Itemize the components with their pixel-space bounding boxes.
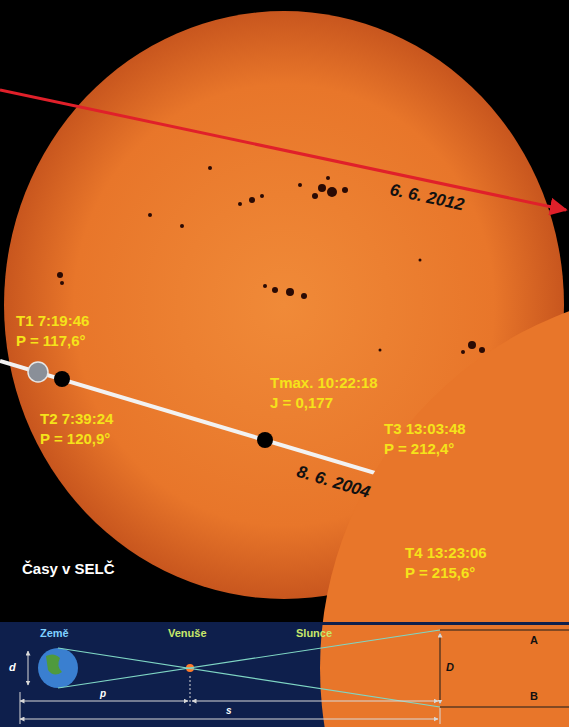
date-label: 8. 6. 2004 bbox=[294, 462, 372, 502]
position-angle: P = 212,4° bbox=[384, 440, 454, 457]
contact-time: Tmax. 10:22:18 bbox=[270, 374, 378, 391]
dimension-d bbox=[28, 651, 29, 685]
dimension-venus-sun bbox=[192, 701, 438, 702]
contact-time: T1 7:19:46 bbox=[16, 312, 89, 329]
dimension-D bbox=[440, 633, 441, 704]
sun-section bbox=[320, 288, 569, 727]
body-name: Venuše bbox=[168, 627, 207, 640]
position-angle: P = 215,6° bbox=[405, 564, 475, 581]
sunspots bbox=[57, 166, 485, 354]
venus-contact-t1 bbox=[28, 362, 48, 382]
contact-time: T2 7:39:24 bbox=[40, 410, 113, 427]
chord-b bbox=[440, 707, 569, 708]
chord-a bbox=[440, 630, 569, 631]
dimension-p bbox=[20, 701, 188, 702]
dimension-label: D bbox=[446, 661, 454, 674]
dimension-s bbox=[20, 719, 438, 720]
contact-time: T3 13:03:48 bbox=[384, 420, 466, 437]
dimension-label: d bbox=[9, 661, 16, 674]
transit-path-2012 bbox=[0, 90, 566, 210]
date-label: 6. 6. 2012 bbox=[388, 180, 466, 215]
position-angle: P = 120,9° bbox=[40, 430, 110, 447]
point-label: A bbox=[530, 634, 538, 647]
sight-line bbox=[58, 648, 440, 707]
venus-contact-t2 bbox=[54, 371, 70, 387]
dimension-label: p bbox=[100, 688, 106, 700]
body-name: Země bbox=[40, 627, 69, 640]
contact-time: T4 13:23:06 bbox=[405, 544, 487, 561]
earth bbox=[38, 648, 78, 688]
dimension-label: s bbox=[226, 705, 232, 717]
magnitude-value: J = 0,177 bbox=[270, 394, 333, 411]
position-angle: P = 117,6° bbox=[16, 332, 86, 349]
body-name: Slunce bbox=[296, 627, 332, 640]
venus-maximum bbox=[257, 432, 273, 448]
point-label: B bbox=[530, 690, 538, 703]
sight-line bbox=[58, 630, 440, 688]
time-zone-note: Časy v SELČ bbox=[22, 560, 115, 577]
